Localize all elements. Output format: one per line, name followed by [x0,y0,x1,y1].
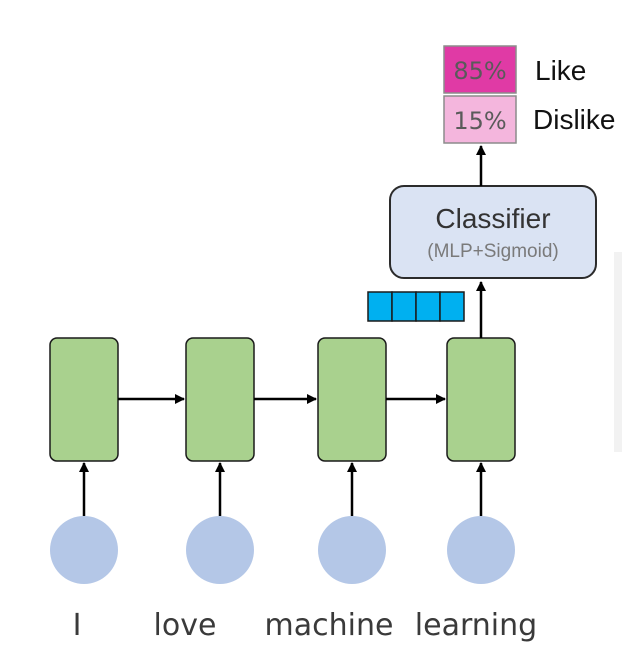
hidden-vector-cell [391,291,417,322]
hidden-vector-cell [367,291,393,322]
word-label: learning [415,608,537,643]
hidden-vector-cell [439,291,465,322]
input-node [318,516,386,584]
classifier-subtitle: (MLP+Sigmoid) [427,241,558,262]
hidden-vector-cell [415,291,441,322]
input-arrows [79,462,486,516]
input-nodes [50,516,515,584]
word-label: love [154,608,217,643]
rnn-cell [185,337,255,462]
like-label: Like [535,55,586,86]
rnn-cells [49,337,516,462]
input-node [447,516,515,584]
background-panel [614,252,622,452]
dislike-probability-box [443,95,517,144]
classifier-title: Classifier [435,203,550,234]
dislike-label: Dislike [533,104,615,135]
like-percent: 85% [453,57,506,85]
word-label: machine [265,608,394,643]
classifier-box [389,185,597,279]
classifier: Classifier (MLP+Sigmoid) [389,185,597,279]
rnn-cell [49,337,119,462]
rnn-cell [446,337,516,462]
input-words: I love machine learning [73,608,538,643]
rnn-cell [317,337,387,462]
hidden-state-vector [367,291,465,322]
word-label: I [73,608,82,643]
dislike-percent: 15% [453,107,506,135]
input-node [50,516,118,584]
output-probabilities: 85% 15% Like Dislike [443,45,615,144]
like-probability-box [443,45,517,94]
input-node [186,516,254,584]
